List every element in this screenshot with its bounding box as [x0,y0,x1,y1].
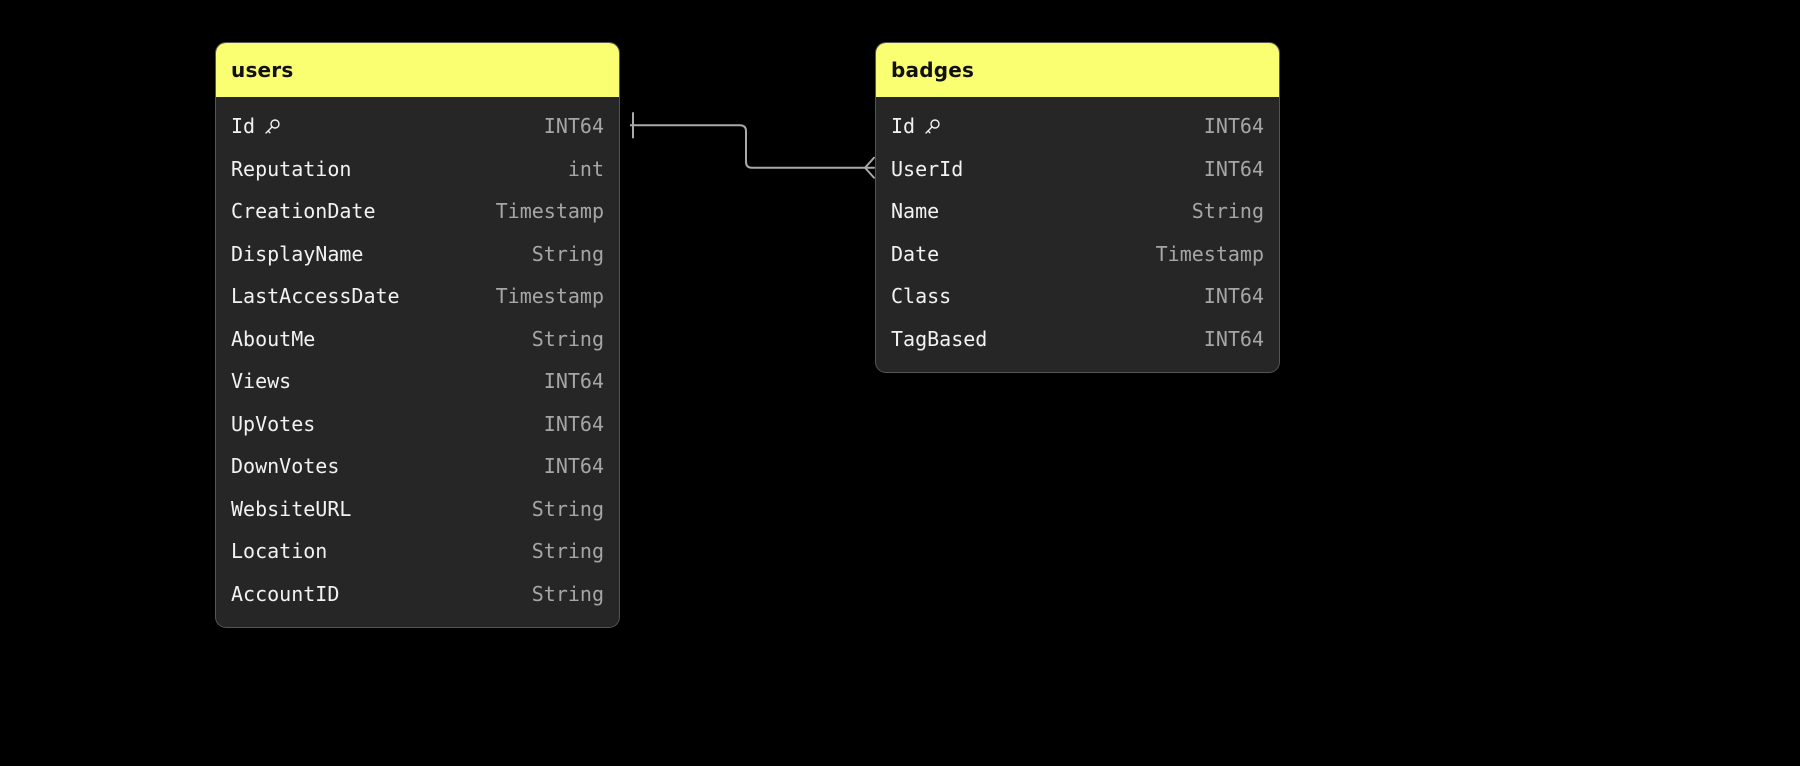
field-row-badges-name[interactable]: Name String [876,190,1279,233]
field-name-label: Name [891,199,940,224]
field-row-users-lastaccessdate[interactable]: LastAccessDate Timestamp [216,275,619,318]
entity-title-users: users [216,43,619,97]
field-name: Id [231,116,281,136]
field-name-label: Views [231,369,292,394]
field-type-label: INT64 [543,411,604,436]
key-icon [263,118,281,136]
field-name: CreationDate [231,201,376,221]
field-name: Name [891,201,939,221]
field-row-users-websiteurl[interactable]: WebsiteURL String [216,488,619,531]
field-type-label: String [531,496,604,521]
field-row-users-id[interactable]: Id INT64 [216,105,619,148]
field-row-users-location[interactable]: Location String [216,530,619,573]
field-name: DisplayName [231,244,363,264]
field-name: LastAccessDate [231,286,400,306]
field-name-label: LastAccessDate [231,284,400,309]
field-row-users-downvotes[interactable]: DownVotes INT64 [216,445,619,488]
field-type-label: Timestamp [1155,241,1264,266]
field-name-label: Date [891,241,940,266]
field-row-users-displayname[interactable]: DisplayName String [216,233,619,276]
field-row-users-views[interactable]: Views INT64 [216,360,619,403]
field-name-label: UserId [891,156,964,181]
field-type-label: INT64 [1203,284,1264,309]
field-row-badges-id[interactable]: Id INT64 [876,105,1279,148]
field-row-users-upvotes[interactable]: UpVotes INT64 [216,403,619,446]
field-type-label: String [531,581,604,606]
entity-title-badges: badges [876,43,1279,97]
field-name: UserId [891,159,963,179]
field-name-label: UpVotes [231,411,316,436]
field-name-label: DownVotes [231,454,340,479]
field-name: Class [891,286,951,306]
field-row-badges-tagbased[interactable]: TagBased INT64 [876,318,1279,361]
field-row-badges-class[interactable]: Class INT64 [876,275,1279,318]
field-name: Views [231,371,291,391]
field-name-label: Id [891,114,916,139]
field-type-label: INT64 [1203,156,1264,181]
field-name: WebsiteURL [231,499,351,519]
field-type-label: INT64 [1203,114,1264,139]
field-type-label: String [531,539,604,564]
relationship-users-id-to-badges-userid [630,112,875,179]
field-name-label: WebsiteURL [231,496,352,521]
field-type-label: INT64 [1203,326,1264,351]
field-name: AccountID [231,584,339,604]
field-type-label: String [531,241,604,266]
field-type-label: Timestamp [495,284,604,309]
key-icon [923,118,941,136]
field-row-users-reputation[interactable]: Reputation int [216,148,619,191]
field-name: AboutMe [231,329,315,349]
field-name-label: Id [231,114,256,139]
field-name: DownVotes [231,456,339,476]
field-name: UpVotes [231,414,315,434]
field-row-badges-date[interactable]: Date Timestamp [876,233,1279,276]
field-name: Reputation [231,159,351,179]
field-type-label: INT64 [543,454,604,479]
connector-line [630,124,865,169]
field-row-badges-userid[interactable]: UserId INT64 [876,148,1279,191]
field-type-label: Timestamp [495,199,604,224]
field-name-label: TagBased [891,326,988,351]
field-name-label: Location [231,539,328,564]
field-row-users-aboutme[interactable]: AboutMe String [216,318,619,361]
field-type-label: INT64 [543,369,604,394]
field-name: Date [891,244,939,264]
cardinality-many-marker [864,156,875,179]
field-name: TagBased [891,329,987,349]
field-type-label: String [1191,199,1264,224]
field-name: Location [231,541,327,561]
field-row-users-creationdate[interactable]: CreationDate Timestamp [216,190,619,233]
field-name-label: AccountID [231,581,340,606]
field-type-label: INT64 [543,114,604,139]
field-name-label: CreationDate [231,199,376,224]
field-type-label: String [531,326,604,351]
field-name-label: Class [891,284,952,309]
field-name-label: DisplayName [231,241,364,266]
field-name: Id [891,116,941,136]
field-name-label: AboutMe [231,326,316,351]
field-row-users-accountid[interactable]: AccountID String [216,573,619,616]
field-type-label: int [567,156,604,181]
field-name-label: Reputation [231,156,352,181]
